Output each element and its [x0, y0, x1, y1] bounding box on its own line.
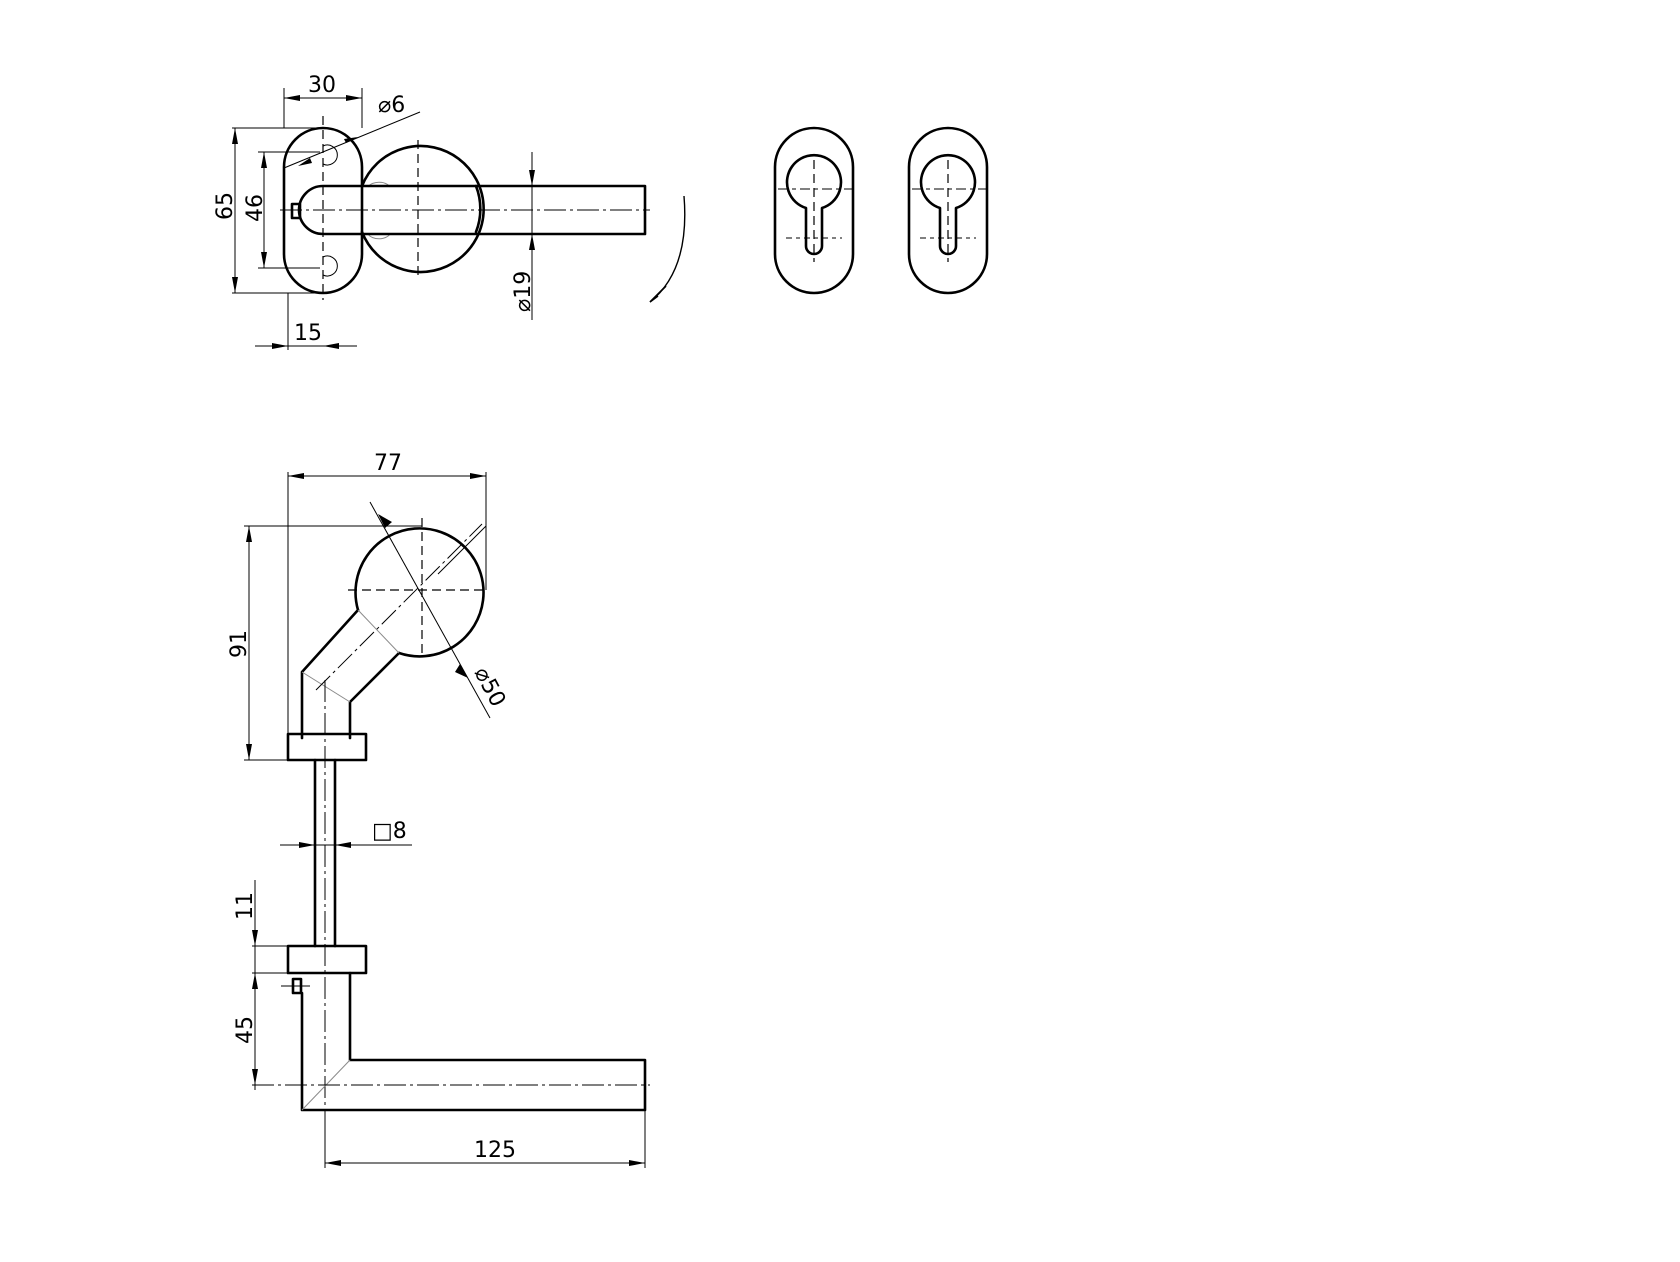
top-view: 30 ⌀6 65 46 15 ⌀19 [213, 73, 686, 350]
side-view: ⌀50 77 91 □8 [227, 451, 650, 1168]
rotation-arrow [649, 195, 686, 303]
knob-disc-bottom [474, 184, 482, 234]
rose-lower [286, 944, 368, 975]
knob-neck-lower [348, 651, 401, 740]
dim-spindle-square: □8 [372, 819, 407, 844]
dim-lever-length: 125 [474, 1138, 516, 1163]
rotation-arrowhead-icon [649, 285, 667, 303]
dim-knob-diameter: ⌀50 [469, 663, 510, 711]
knob-disc [360, 144, 485, 274]
knob-ball [354, 527, 485, 658]
dim-hole-spacing: 46 [243, 194, 268, 222]
escutcheon-2 [907, 126, 989, 295]
escutcheon-1 [773, 126, 855, 295]
screw-hole-top [322, 144, 338, 166]
rose-upper [286, 732, 368, 762]
dim-hole-diameter: ⌀6 [378, 93, 405, 118]
dim-lever-diameter: ⌀19 [511, 271, 536, 312]
dim-rose-thickness: 11 [233, 892, 258, 920]
set-screw [290, 202, 302, 220]
neck-axis [315, 523, 483, 691]
dim-knob-height: 91 [227, 630, 252, 658]
dim-lever-drop: 45 [233, 1016, 258, 1044]
dim-rose-width: 30 [308, 73, 336, 98]
dim-rose-height: 65 [213, 192, 238, 220]
lever-l-shape [300, 971, 647, 1112]
dim-knob-reach: 77 [374, 451, 402, 476]
tangent-arc [367, 233, 391, 240]
dim-rose-offset: 15 [294, 321, 322, 346]
screw-hole-bottom [322, 255, 338, 277]
